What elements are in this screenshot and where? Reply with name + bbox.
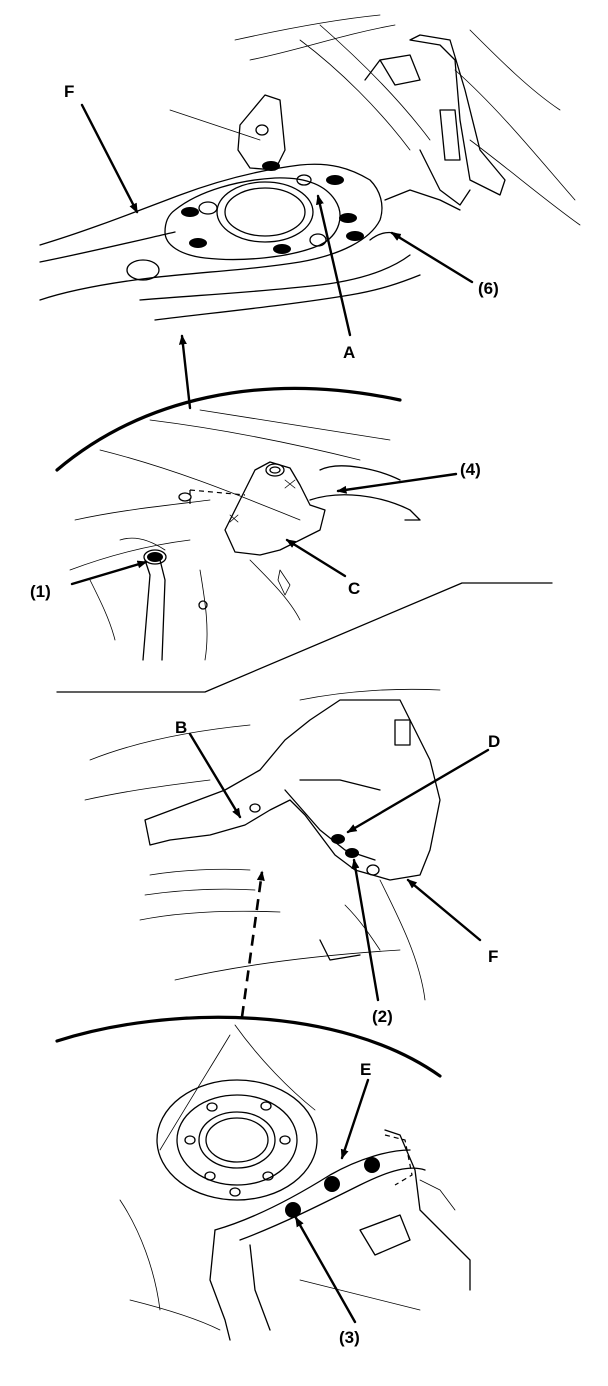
detail-view-2: E (3) [55,1015,471,1347]
spot-weld [364,1157,380,1173]
label-3: (3) [339,1328,360,1347]
spot-weld [326,175,344,185]
label-d: D [488,732,500,751]
view-arrow-up [178,334,192,410]
spot-weld [346,231,364,241]
label-4: (4) [460,460,481,479]
mid-section-view: B D F (2) [84,688,500,1026]
spot-weld [181,207,199,217]
label-a: A [343,343,355,362]
spot-weld [273,244,291,254]
label-e: E [360,1060,371,1079]
label-2: (2) [372,1007,393,1026]
label-f-mid: F [488,947,498,966]
label-6: (6) [478,279,499,298]
spot-weld [147,552,163,562]
label-c: C [348,579,360,598]
view-separator [56,582,553,693]
label-b: B [175,718,187,737]
spot-weld [262,161,280,171]
label-1: (1) [30,582,51,601]
spot-weld [331,834,345,844]
spot-weld [189,238,207,248]
view-arrow-dashed [240,870,265,1018]
spot-weld [285,1202,301,1218]
spot-weld [339,213,357,223]
detail-view-1: (4) (1) C [30,386,481,661]
top-assembly-view: F A (6) [39,14,581,362]
spot-weld [345,848,359,858]
label-f-top: F [64,82,74,101]
spot-weld [324,1176,340,1192]
